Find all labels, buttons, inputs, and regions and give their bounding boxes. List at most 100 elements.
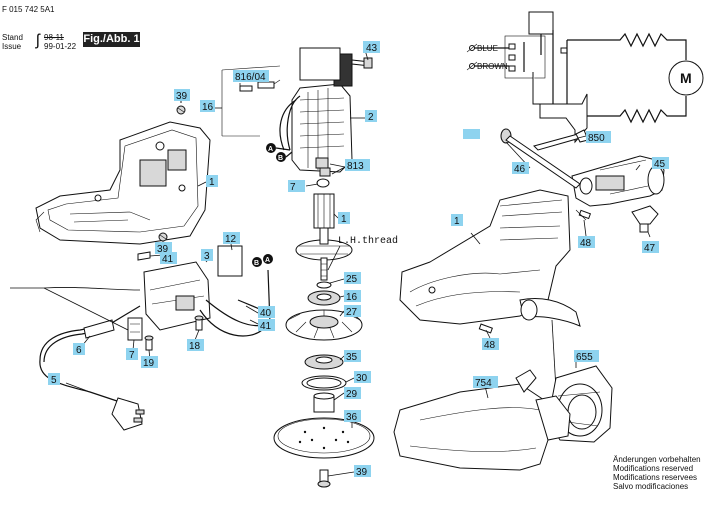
svg-text:816/04: 816/04 — [235, 72, 266, 83]
svg-text:47: 47 — [644, 243, 656, 254]
part-labels: 39 16 816/04 43 2 1 813 7 1 12 39 3 41 2… — [48, 41, 669, 478]
part-label-1-right: 1 — [451, 214, 463, 227]
cable-clamp — [127, 317, 154, 351]
screw-36-lower — [158, 232, 168, 242]
svg-text:16: 16 — [346, 292, 358, 303]
svg-text:40: 40 — [260, 308, 272, 319]
part-label-16: 16 — [200, 100, 215, 113]
part-label-46: 46 — [512, 162, 529, 175]
svg-text:46: 46 — [514, 164, 526, 175]
unlabeled-marker — [463, 129, 480, 139]
svg-text:5: 5 — [51, 375, 57, 386]
wire-blue-label: BLUE — [477, 44, 498, 53]
part-label-3: 1 — [338, 212, 350, 225]
screw-18 — [194, 315, 204, 331]
part-label-13: 7 — [288, 180, 305, 193]
wire-brown-label: BROWN — [477, 62, 508, 71]
part-label-41: 41 — [258, 319, 275, 332]
issue-value: 99-01-22 — [44, 42, 77, 51]
drawing-number: F 015 742 5A1 — [2, 5, 55, 14]
svg-text:36: 36 — [346, 412, 358, 423]
svg-text:45: 45 — [654, 159, 666, 170]
svg-text:1: 1 — [209, 177, 215, 188]
housing-half-left — [35, 121, 211, 245]
part-label-6: 6 — [73, 343, 85, 356]
part-label-47: 47 — [642, 241, 659, 254]
stand-issue-brace: ʃ — [36, 32, 40, 49]
part-label-45: 45 — [652, 157, 669, 170]
part-label-36-lower: 39 — [155, 242, 172, 255]
svg-text:7: 7 — [129, 350, 135, 361]
svg-text:41: 41 — [162, 254, 174, 265]
part-label-813: 813 — [345, 159, 370, 172]
svg-text:2: 2 — [368, 112, 374, 123]
part-label-7: 7 — [126, 348, 138, 361]
svg-text:39: 39 — [356, 467, 368, 478]
svg-text:39: 39 — [176, 91, 188, 102]
svg-text:41: 41 — [260, 321, 272, 332]
part-label-35: 39 — [354, 465, 371, 478]
svg-text:18: 18 — [189, 341, 201, 352]
footer-note-fr: Modifications reservees — [613, 473, 698, 482]
svg-text:754: 754 — [475, 378, 492, 389]
issue-label: Issue — [2, 42, 22, 51]
part-label-4: 3 — [201, 249, 213, 262]
part-label-26: 27 — [344, 305, 361, 318]
dust-bag-754 — [393, 369, 571, 471]
part-label-5: 5 — [48, 373, 60, 386]
part-label-43: 43 — [363, 41, 380, 54]
switch-symbol — [528, 11, 554, 35]
part-label-754: 754 — [473, 376, 498, 389]
knob-47 — [631, 205, 659, 233]
svg-text:39: 39 — [157, 244, 169, 255]
part-label-36-top: 39 — [174, 89, 190, 102]
part-label-29: 30 — [354, 371, 371, 384]
clip-40 — [137, 251, 151, 261]
part-label-19: 19 — [141, 356, 158, 369]
part-label-816-04: 816/04 — [233, 70, 269, 83]
footer-note-es: Salvo modificaciones — [613, 482, 689, 491]
part-label-39: 40 — [258, 306, 275, 319]
svg-text:1: 1 — [341, 214, 347, 225]
part-label-33: 36 — [344, 410, 361, 423]
svg-text:7: 7 — [290, 182, 296, 193]
part-label-40: 41 — [160, 252, 177, 265]
bracket-816 — [221, 65, 281, 137]
part-label-30: 35 — [344, 350, 361, 363]
field-stator — [279, 47, 353, 173]
handle-45 — [571, 155, 665, 207]
connector-markers-switch: B A — [252, 254, 273, 267]
part-label-1-left: 1 — [206, 175, 218, 188]
svg-text:A: A — [265, 257, 270, 264]
stand-label: Stand — [2, 33, 23, 42]
svg-text:27: 27 — [346, 307, 358, 318]
svg-text:B: B — [254, 260, 259, 267]
svg-text:16: 16 — [202, 102, 214, 113]
armature-stack — [273, 157, 375, 488]
rod-46 — [500, 128, 581, 189]
svg-text:850: 850 — [588, 133, 605, 144]
part-label-25: 25 — [344, 272, 361, 285]
svg-text:6: 6 — [76, 345, 82, 356]
dust-adapter-655 — [547, 365, 613, 443]
svg-text:43: 43 — [366, 43, 378, 54]
part-label-655: 655 — [574, 350, 599, 363]
svg-text:30: 30 — [356, 373, 368, 384]
svg-text:813: 813 — [347, 161, 364, 172]
svg-text:29: 29 — [346, 389, 358, 400]
svg-text:B: B — [278, 155, 283, 162]
part-label-48-lower: 48 — [482, 338, 499, 351]
svg-text:19: 19 — [143, 358, 155, 369]
part-label-12: 12 — [223, 232, 240, 245]
footer-notes: Änderungen vorbehalten Modifications res… — [613, 455, 701, 491]
part-label-2: 2 — [365, 110, 377, 123]
screw-48-upper — [575, 209, 592, 221]
svg-text:655: 655 — [576, 352, 593, 363]
svg-text:25: 25 — [346, 274, 358, 285]
switch-assembly — [143, 245, 271, 337]
lh-thread-note: L.H.thread — [338, 235, 398, 247]
motor-symbol — [668, 60, 704, 96]
assembled-sander — [399, 189, 581, 391]
stand-value: 98-11 — [44, 33, 64, 42]
